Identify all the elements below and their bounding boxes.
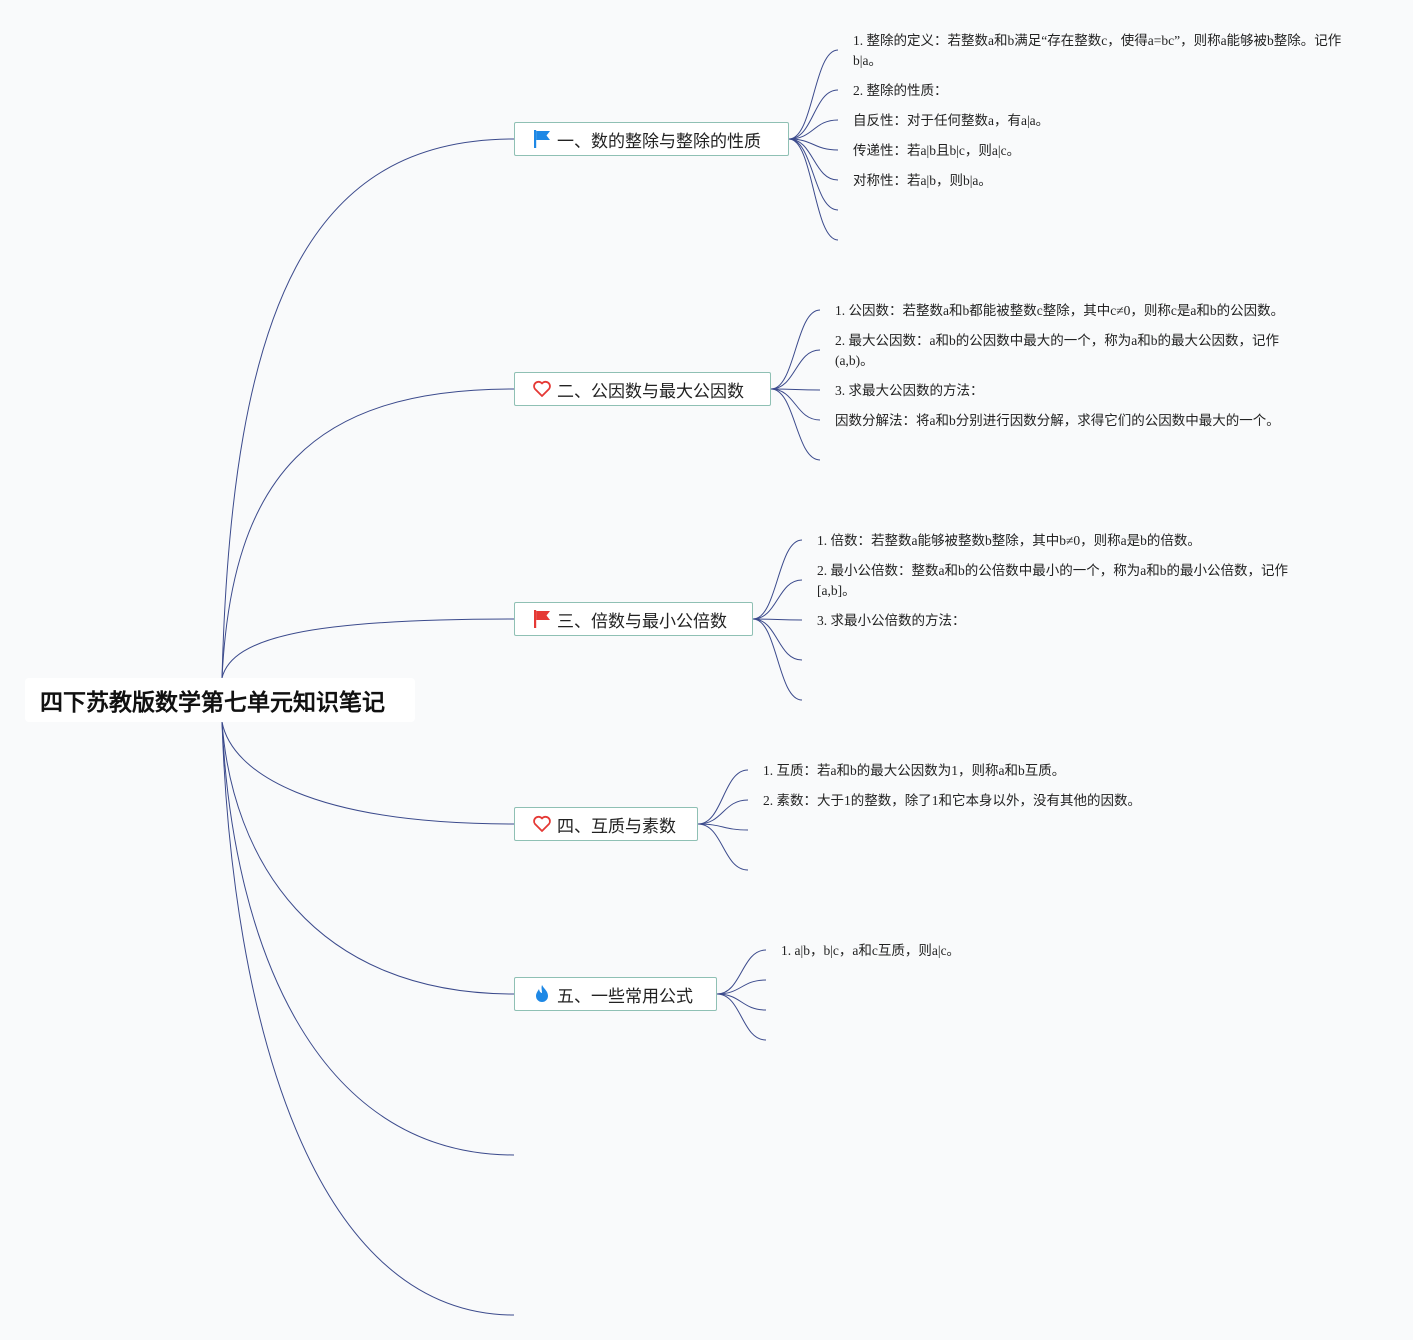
child-branch-line: [788, 138, 839, 241]
child-branch-line: [716, 979, 767, 995]
child-branch-line: [770, 349, 821, 390]
child-branch-line: [752, 618, 803, 701]
list-item: 对称性：若a|b，则b|a。: [853, 173, 992, 188]
child-branch-line: [788, 89, 839, 140]
list-item: 2. 最大公因数：a和b的公因数中最大的一个，称为a和b的最大公因数，记作(a,…: [835, 333, 1279, 368]
topic-formulas[interactable]: 五、一些常用公式: [514, 977, 717, 1011]
root-title[interactable]: 四下苏教版数学第七单元知识笔记: [25, 678, 415, 722]
list-item: 1. 互质：若a和b的最大公因数为1，则称a和b互质。: [763, 763, 1066, 778]
topic-common-factors[interactable]: 二、公因数与最大公因数: [514, 372, 771, 406]
list-item: 1. 整除的定义：若整数a和b满足“存在整数c，使得a=bc”，则称a能够被b整…: [853, 33, 1342, 68]
list-item: 因数分解法：将a和b分别进行因数分解，求得它们的公因数中最大的一个。: [835, 413, 1280, 428]
root-branch-line: [221, 138, 515, 679]
child-branch-line: [752, 539, 803, 620]
topic-label: 一、数的整除与整除的性质: [557, 131, 761, 152]
topic-label: 二、公因数与最大公因数: [557, 381, 744, 402]
list-item: 1. 倍数：若整数a能够被整数b整除，其中b≠0，则称a是b的倍数。: [817, 533, 1201, 548]
list-item: 传递性：若a|b且b|c，则a|c。: [853, 143, 1021, 158]
topic-divisibility[interactable]: 一、数的整除与整除的性质: [514, 122, 789, 156]
child-branch-line: [716, 993, 767, 1041]
blue-flag-icon: [531, 128, 553, 150]
child-branch-line: [788, 119, 839, 140]
root-branch-line: [221, 721, 515, 825]
list-item: 3. 求最小公倍数的方法：: [817, 613, 966, 628]
list-item: 自反性：对于任何整数a，有a|a。: [853, 113, 1050, 128]
child-branch-line: [770, 388, 821, 461]
list-item: 3. 求最大公因数的方法：: [835, 383, 984, 398]
topic-label: 三、倍数与最小公倍数: [557, 611, 727, 632]
topic-label: 四、互质与素数: [557, 816, 676, 837]
child-branch-line: [788, 138, 839, 181]
child-branch-line: [716, 993, 767, 1011]
child-branch-line: [788, 138, 839, 211]
child-branch-line: [752, 579, 803, 620]
list-item: 2. 素数：大于1的整数，除了1和它本身以外，没有其他的因数。: [763, 793, 1141, 808]
child-branch-line: [697, 823, 749, 831]
root-branch-line: [221, 388, 515, 679]
topic-multiples[interactable]: 三、倍数与最小公倍数: [514, 602, 753, 636]
root-branch-line: [221, 618, 515, 679]
topic-label: 五、一些常用公式: [557, 986, 693, 1007]
root-branch-line: [221, 721, 515, 995]
root-branch-line: [221, 721, 515, 1316]
child-branch-line: [770, 388, 821, 391]
child-branch-line: [697, 769, 749, 825]
child-branch-line: [752, 618, 803, 661]
heart-icon: [531, 378, 553, 400]
fire-icon: [531, 983, 553, 1005]
child-branch-line: [770, 309, 821, 390]
list-item: 1. 公因数：若整数a和b都能被整数c整除，其中c≠0，则称c是a和b的公因数。: [835, 303, 1285, 318]
child-branch-line: [770, 388, 821, 421]
child-branch-line: [697, 799, 749, 825]
root-branch-line: [221, 721, 515, 1156]
red-flag-icon: [531, 608, 553, 630]
heart-icon: [531, 813, 553, 835]
list-item: 1. a|b，b|c，a和c互质，则a|c。: [781, 943, 961, 958]
list-item: 2. 整除的性质：: [853, 83, 948, 98]
list-item: 2. 最小公倍数：整数a和b的公倍数中最小的一个，称为a和b的最小公倍数，记作[…: [817, 563, 1288, 598]
child-branch-line: [788, 49, 839, 140]
child-branch-line: [716, 949, 767, 995]
child-branch-line: [752, 618, 803, 621]
topic-coprime-primes[interactable]: 四、互质与素数: [514, 807, 698, 841]
child-branch-line: [697, 823, 749, 871]
